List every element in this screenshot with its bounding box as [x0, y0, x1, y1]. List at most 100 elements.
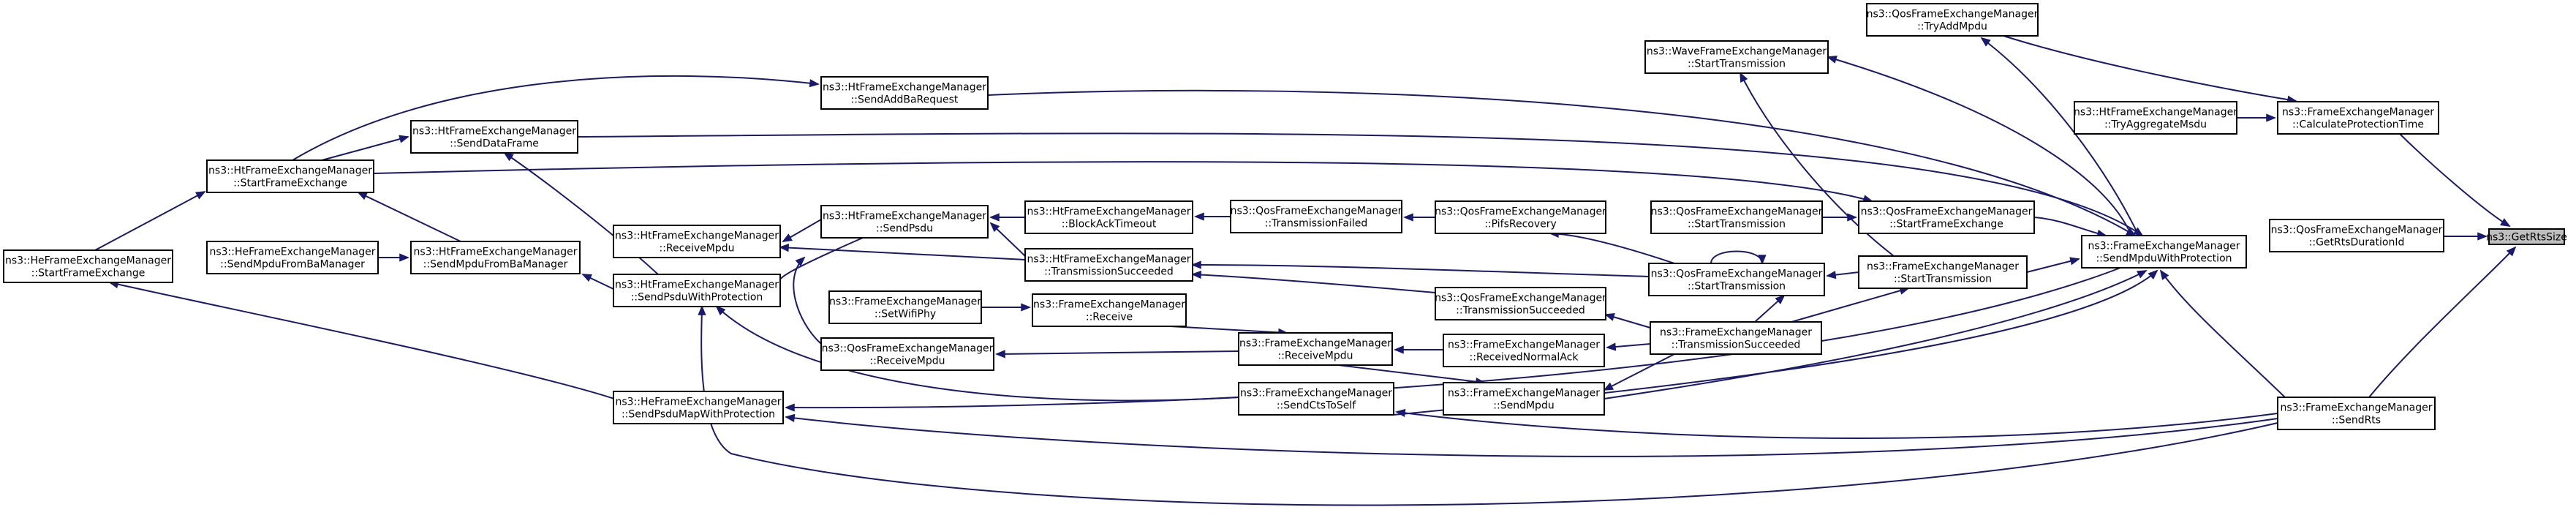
edge-arrowhead [2133, 227, 2144, 237]
edge-arrowhead [1191, 270, 1201, 279]
node-qos-starttx[interactable]: ns3::QosFrameExchangeManager::StartTrans… [1648, 263, 1825, 296]
node-method-label: ::ReceivedNormalAck [1470, 352, 1579, 364]
edge-line [2368, 247, 2516, 398]
node-qos-txsucc[interactable]: ns3::QosFrameExchangeManager::Transmissi… [1435, 287, 1606, 320]
node-method-label: ::SendMpduFromBaManager [423, 259, 568, 271]
edge-ht_sendmpdufromba-to-ht_startfe [357, 192, 461, 242]
node-class-label: ns3::FrameExchangeManager [1448, 339, 1600, 351]
edge-arrowhead [782, 233, 793, 242]
edge-arrowhead [715, 305, 726, 316]
node-class-label: ns3::QosFrameExchangeManager [2271, 225, 2443, 236]
node-qos-tryadd[interactable]: ns3::QosFrameExchangeManager::TryAddMpdu [1866, 3, 2039, 37]
node-fem-sendcts[interactable]: ns3::FrameExchangeManager::SendCtsToSelf [1238, 382, 1394, 416]
node-box [410, 241, 581, 274]
edge-line [94, 191, 205, 251]
edge-ht_sendpsduwp-to-ht_senddata [503, 151, 659, 275]
edge-fem_sendcts-to-ht_sendpsduwp [715, 305, 1239, 402]
node-qos-pifs[interactable]: ns3::QosFrameExchangeManager::PifsRecove… [1435, 200, 1606, 234]
node-qos-startfe[interactable]: ns3::QosFrameExchangeManager::StartFrame… [1858, 200, 2035, 234]
edge-ht_txsucc-to-ht_recvmpdu [779, 243, 1026, 260]
node-box [3, 249, 173, 283]
node-fem-setwifiphy[interactable]: ns3::FrameExchangeManager::SetWifiPhy [828, 290, 982, 324]
edge-ht_baticmo-to-ht_sendpsdu [989, 213, 1025, 222]
edge-fem_sendrts-to-getrts [2368, 246, 2517, 398]
node-fem-recvmpdu[interactable]: ns3::FrameExchangeManager::ReceiveMpdu [1238, 332, 1393, 366]
edge-line [779, 237, 864, 282]
node-fem-recvnack[interactable]: ns3::FrameExchangeManager::ReceivedNorma… [1443, 334, 1605, 367]
node-method-label: ::Receive [1086, 312, 1133, 323]
edge-line [292, 75, 819, 161]
node-ht-sendpsdu[interactable]: ns3::HtFrameExchangeManager::SendPsdu [820, 205, 989, 239]
node-fem-sendmpduwp[interactable]: ns3::FrameExchangeManager::SendMpduWithP… [2081, 235, 2247, 269]
node-box [2277, 397, 2436, 430]
node-ht-sendpsduwp[interactable]: ns3::HtFrameExchangeManager::SendPsduWit… [613, 274, 781, 307]
node-qos-starttx-left[interactable]: ns3::QosFrameExchangeManager::StartTrans… [1650, 200, 1823, 234]
node-box [613, 391, 784, 424]
node-box [2081, 235, 2247, 269]
edge-fem_sendmpduwp-to-qos_tryadd [1980, 37, 2139, 236]
node-class-label: ns3::FrameExchangeManager [1867, 261, 2019, 273]
node-he-startfe[interactable]: ns3::HeFrameExchangeManager::StartFrameE… [3, 249, 173, 283]
node-fem-calcprot[interactable]: ns3::FrameExchangeManager::CalculateProt… [2277, 101, 2439, 135]
node-box [1866, 3, 2039, 37]
edge-arrowhead [989, 213, 1000, 222]
node-method-label: ::StartFrameExchange [31, 268, 146, 279]
node-class-label: ns3::HeFrameExchangeManager [209, 247, 375, 258]
node-he-sendpsdump[interactable]: ns3::HeFrameExchangeManager::SendPsduMap… [613, 391, 784, 424]
node-method-label: ::ReceiveMpdu [1278, 350, 1353, 362]
node-class-label: ns3::FrameExchangeManager [2282, 107, 2434, 119]
node-box [2269, 219, 2444, 252]
node-class-label: ns3::HtFrameExchangeManager [615, 279, 779, 291]
node-box [1858, 255, 2028, 289]
node-ht-startfe[interactable]: ns3::HtFrameExchangeManager::StartFrameE… [206, 159, 374, 193]
node-fem-sendrts[interactable]: ns3::FrameExchangeManager::SendRts [2277, 397, 2436, 430]
node-method-label: ::SendAddBaRequest [851, 94, 959, 106]
node-he-sendmpdufromba[interactable]: ns3::HeFrameExchangeManager::SendMpduFro… [206, 241, 379, 274]
edge-fem_sendrts-to-fem_sendcts [1395, 408, 2278, 439]
edge-line [321, 136, 409, 161]
node-method-label: ::SendPsduWithProtection [631, 292, 763, 304]
node-ht-tryagg[interactable]: ns3::HtFrameExchangeManager::TryAggregat… [2074, 101, 2237, 135]
node-fem-sendmpdu[interactable]: ns3::FrameExchangeManager::SendMpdu [1443, 382, 1605, 416]
node-ht-txsucc[interactable]: ns3::HtFrameExchangeManager::Transmissio… [1024, 248, 1193, 282]
edge-arrowhead [1603, 382, 1614, 391]
node-class-label: ns3::GetRtsSize [2486, 232, 2567, 244]
node-ht-recvmpdu[interactable]: ns3::HtFrameExchangeManager::ReceiveMpdu [613, 225, 781, 258]
edge-line [1604, 353, 1675, 391]
node-class-label: ns3::FrameExchangeManager [1448, 388, 1600, 399]
node-box [1238, 332, 1393, 366]
node-wave-start[interactable]: ns3::WaveFrameExchangeManager::StartTran… [1644, 40, 1829, 74]
node-class-label: ns3::QosFrameExchangeManager [1867, 9, 2039, 20]
node-getrts[interactable]: ns3::GetRtsSize [2486, 228, 2567, 245]
node-ht-senddata[interactable]: ns3::HtFrameExchangeManager::SendDataFra… [410, 120, 578, 154]
node-class-label: ns3::HtFrameExchangeManager [2074, 107, 2237, 119]
edge-line [1710, 250, 1763, 264]
node-fem-starttx[interactable]: ns3::FrameExchangeManager::StartTransmis… [1858, 255, 2028, 289]
edge-line [1169, 326, 1288, 334]
node-method-label: ::TransmissionSucceeded [1672, 339, 1801, 351]
node-qos-getrtsdur[interactable]: ns3::QosFrameExchangeManager::GetRtsDura… [2269, 219, 2444, 252]
node-box [828, 290, 982, 324]
edge-qos_starttx-to-qos_pifs [1549, 229, 1675, 264]
node-ht-sendaddba[interactable]: ns3::HtFrameExchangeManager::SendAddBaRe… [820, 76, 989, 110]
node-ht-sendmpdufromba[interactable]: ns3::HtFrameExchangeManager::SendMpduFro… [410, 241, 581, 274]
edge-arrowhead [2159, 269, 2169, 280]
node-method-label: ::StartFrameExchange [1889, 219, 2003, 230]
node-qos-recvmpdu[interactable]: ns3::QosFrameExchangeManager::ReceiveMpd… [820, 337, 994, 371]
node-class-label: ns3::QosFrameExchangeManager [1651, 269, 1823, 280]
edge-arrowhead [2136, 270, 2148, 279]
edge-line [1549, 233, 1675, 264]
node-fem-txsucc[interactable]: ns3::FrameExchangeManager::TransmissionS… [1650, 321, 1822, 355]
edge-qos_tryadd-to-fem_calcprot [2003, 35, 2297, 104]
edge-ht_tryagg-to-fem_calcprot [2237, 113, 2276, 122]
node-box [1650, 321, 1822, 355]
node-class-label: ns3::FrameExchangeManager [1239, 338, 1391, 350]
edge-fem_sendmpduwp-to-he_sendpsdump [785, 267, 2121, 412]
node-fem-receive[interactable]: ns3::FrameExchangeManager::Receive [1032, 293, 1187, 327]
node-ht-baticmo[interactable]: ns3::HtFrameExchangeManager::BlockAckTim… [1024, 200, 1193, 234]
node-class-label: ns3::HtFrameExchangeManager [414, 247, 578, 258]
edge-arrowhead [1194, 212, 1204, 221]
node-qos-txfailed[interactable]: ns3::QosFrameExchangeManager::Transmissi… [1230, 200, 1402, 233]
edge-line [1192, 264, 1650, 277]
